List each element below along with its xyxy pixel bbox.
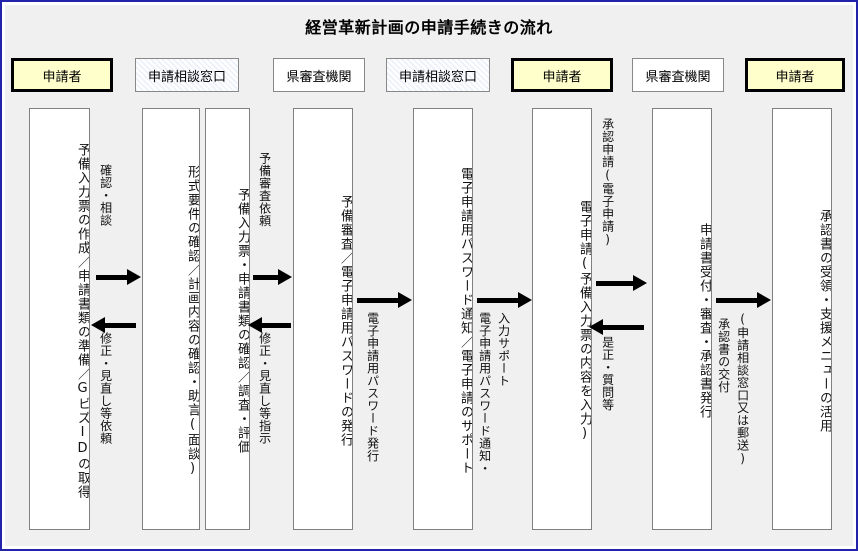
process-column-4: 予備審査／電子申請用パスワードの発行 [293, 108, 353, 530]
process-column-3: 予備入力票・申請書類の確認／調査・評価 [205, 108, 250, 530]
process-column-3-text: 予備入力票・申請書類の確認／調査・評価 [235, 188, 250, 454]
arrow-caption-3: 予備審査依頼 [257, 152, 272, 227]
arrow-caption-5: 電子申請用パスワード発行 [365, 312, 380, 462]
arrow-caption-2: 修正・見直し等依頼 [98, 332, 113, 445]
role-header-applicant-2: 申請者 [511, 58, 613, 92]
role-label: 申請相談窓口 [398, 69, 477, 85]
role-label: 県審査機関 [286, 69, 352, 85]
role-label: 県審査機関 [645, 69, 711, 85]
process-column-6: 電子申請(予備入力票の内容を入力) [532, 108, 592, 530]
role-label: 申請者 [542, 69, 582, 85]
arrow-right-2 [253, 269, 292, 285]
process-column-5: 電子申請用パスワード通知／電子申請のサポート [413, 108, 473, 530]
process-column-2-text: 形式要件の確認／計画内容の確認・助言(面談) [185, 165, 200, 477]
arrow-caption-7: 電子申請用パスワード通知・ [477, 312, 492, 475]
arrow-right-6 [716, 292, 771, 308]
process-column-7: 申請書受付・審査・承認書発行 [652, 108, 712, 530]
process-column-1: 予備入力票の作成／申請書類の準備／GビズIDの取得 [29, 108, 90, 530]
process-column-8-text: 承認書の受領・支援メニューの活用 [817, 209, 832, 433]
arrow-head-icon [248, 317, 262, 333]
role-label: 申請相談窓口 [147, 69, 226, 85]
process-column-2: 形式要件の確認／計画内容の確認・助言(面談) [142, 108, 200, 530]
arrow-head-icon [518, 292, 532, 308]
arrow-head-icon [589, 319, 603, 335]
arrow-caption-6: 入力サポート [496, 312, 511, 387]
arrow-right-1 [96, 269, 141, 285]
process-column-5-text: 電子申請用パスワード通知／電子申請のサポート [458, 167, 473, 475]
role-label: 申請者 [42, 69, 82, 85]
arrow-left-1 [91, 317, 136, 333]
process-column-7-text: 申請書受付・審査・承認書発行 [697, 223, 712, 419]
arrow-caption-4: 修正・見直し等指示 [257, 332, 272, 445]
process-column-1-text: 予備入力票の作成／申請書類の準備／GビズIDの取得 [75, 143, 90, 499]
arrow-left-2 [248, 317, 291, 333]
arrow-caption-11: 承認書の交付 [716, 318, 731, 393]
page-title: 経営革新計画の申請手続きの流れ [305, 18, 553, 37]
role-header-agency-2: 県審査機関 [632, 58, 724, 92]
arrow-head-icon [398, 292, 412, 308]
arrow-head-icon [278, 269, 292, 285]
arrow-right-4 [477, 292, 532, 308]
arrow-caption-1: 確認・相談 [98, 164, 113, 227]
arrow-head-icon [127, 269, 141, 285]
arrow-right-5 [596, 275, 647, 291]
role-header-counter-2: 申請相談窓口 [386, 58, 490, 92]
process-column-4-text: 予備審査／電子申請用パスワードの発行 [338, 195, 353, 447]
arrow-right-3 [357, 292, 412, 308]
process-column-8: 承認書の受領・支援メニューの活用 [772, 108, 832, 530]
arrow-head-icon [757, 292, 771, 308]
role-header-counter-1: 申請相談窓口 [135, 58, 239, 92]
arrow-left-3 [589, 319, 644, 335]
arrow-head-icon [91, 317, 105, 333]
arrow-caption-10: (申請相談窓口又は郵送) [735, 312, 750, 466]
process-column-6-text: 電子申請(予備入力票の内容を入力) [577, 200, 592, 442]
arrow-caption-9: 是正・質問等 [600, 336, 615, 411]
arrow-head-icon [633, 275, 647, 291]
arrow-caption-8: 承認申請(電子申請) [600, 118, 615, 247]
role-header-applicant-3: 申請者 [745, 58, 845, 92]
role-header-agency-1: 県審査機関 [273, 58, 365, 92]
role-label: 申請者 [775, 69, 815, 85]
role-header-applicant-1: 申請者 [11, 58, 113, 92]
